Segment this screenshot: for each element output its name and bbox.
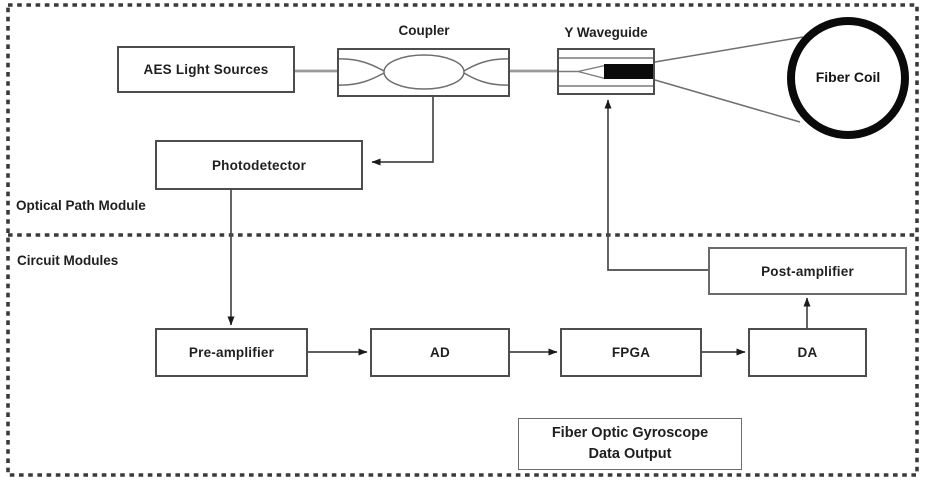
node-data-output: Fiber Optic Gyroscope Data Output bbox=[518, 418, 742, 470]
pre-amplifier-label: Pre-amplifier bbox=[188, 345, 275, 360]
fpga-label: FPGA bbox=[611, 345, 651, 360]
ad-label: AD bbox=[430, 345, 450, 360]
photodetector-label: Photodetector bbox=[211, 157, 307, 173]
y-waveguide-title: Y Waveguide bbox=[564, 25, 648, 40]
circuit-modules-section-label: Circuit Modules bbox=[17, 253, 119, 268]
data-output-line1: Fiber Optic Gyroscope bbox=[551, 424, 709, 441]
node-photodetector: Photodetector bbox=[155, 140, 363, 190]
node-ad: AD bbox=[370, 328, 510, 377]
node-post-amplifier: Post-amplifier bbox=[708, 247, 907, 295]
node-pre-amplifier: Pre-amplifier bbox=[155, 328, 308, 377]
node-aes-light-sources: AES Light Sources bbox=[117, 46, 295, 93]
da-label: DA bbox=[797, 345, 818, 360]
optical-path-module-section-label: Optical Path Module bbox=[16, 198, 146, 213]
fiber-coil-label: Fiber Coil bbox=[815, 69, 881, 85]
data-output-line2: Data Output bbox=[588, 446, 672, 462]
node-fpga: FPGA bbox=[560, 328, 702, 377]
node-y-waveguide bbox=[557, 48, 655, 95]
coil-lead-lower bbox=[654, 79, 801, 123]
node-coupler bbox=[337, 48, 510, 97]
coupler-title: Coupler bbox=[398, 23, 450, 38]
post-amplifier-label: Post-amplifier bbox=[761, 263, 854, 279]
connector-coupler-to-photodetector bbox=[371, 97, 434, 166]
aes-light-sources-label: AES Light Sources bbox=[143, 62, 269, 77]
node-da: DA bbox=[748, 328, 867, 377]
connector-postamplifier-to-waveguide bbox=[604, 99, 708, 271]
coil-lead-upper bbox=[654, 36, 804, 63]
